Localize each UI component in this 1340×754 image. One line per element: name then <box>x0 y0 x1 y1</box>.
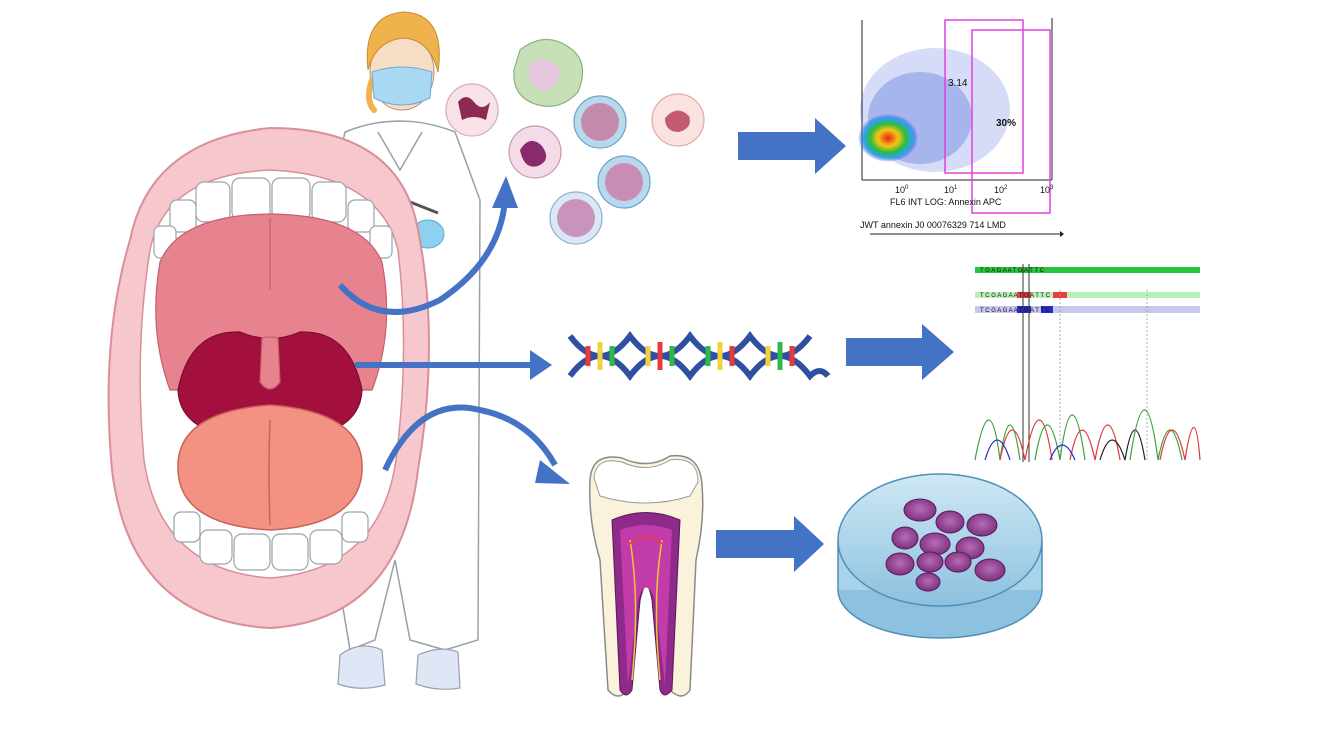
seq-row-1: T G A G A A T G A T T C <box>980 268 1045 274</box>
curved-arrow-to-cells <box>337 199 508 315</box>
gate-small <box>944 19 1024 174</box>
x-tick-exp: 2 <box>1004 185 1008 191</box>
svg-text:101: 101 <box>944 185 958 195</box>
file-label: JWT annexin J0 00076329 714 LMD <box>860 220 1006 230</box>
seq-row-2: T C G A G A A T G A T T C <box>980 293 1051 299</box>
x-tick-exp: 0 <box>905 185 909 191</box>
x-tick-exp: 1 <box>954 185 958 191</box>
x-tick-label: 10 <box>994 185 1004 195</box>
curved-arrow-to-tooth <box>382 404 558 472</box>
x-tick-label: 10 <box>944 185 954 195</box>
x-axis-label: FL6 INT LOG: Annexin APC <box>890 197 1002 207</box>
flow-cytometry-plot: 3.14 30% 100 101 102 103 FL6 INT LOG: An… <box>858 18 1064 237</box>
gate-large <box>971 29 1051 214</box>
petri-dish-icon <box>837 473 1043 639</box>
svg-text:100: 100 <box>895 185 909 195</box>
x-tick-labels: 100 101 102 103 <box>895 185 1054 195</box>
block-arrow-dish <box>716 516 824 572</box>
immune-cells-icon <box>445 38 705 245</box>
density-core <box>858 114 918 162</box>
x-tick-label: 10 <box>895 185 905 195</box>
sequencing-chromatogram: T G A G A A T G A T T C T C G A G A A T … <box>974 264 1201 462</box>
block-arrow-seq <box>846 324 954 380</box>
block-arrow-flow <box>738 118 846 174</box>
tooth-section-icon <box>588 454 704 697</box>
cultured-cells <box>885 498 1006 592</box>
svg-text:102: 102 <box>994 185 1008 195</box>
svg-text:103: 103 <box>1040 185 1054 195</box>
seq-row-3: T C G A G A A T G A T T C <box>980 308 1051 314</box>
dna-helix-icon <box>567 331 831 381</box>
arrowheads <box>492 176 570 484</box>
arrows <box>337 199 558 472</box>
x-tick-exp: 3 <box>1050 185 1054 191</box>
gate-large-value: 30% <box>996 118 1016 129</box>
x-tick-label: 10 <box>1040 185 1050 195</box>
open-mouth-icon <box>107 126 430 630</box>
block-arrows <box>716 118 954 572</box>
gate-small-value: 3.14 <box>948 78 968 89</box>
